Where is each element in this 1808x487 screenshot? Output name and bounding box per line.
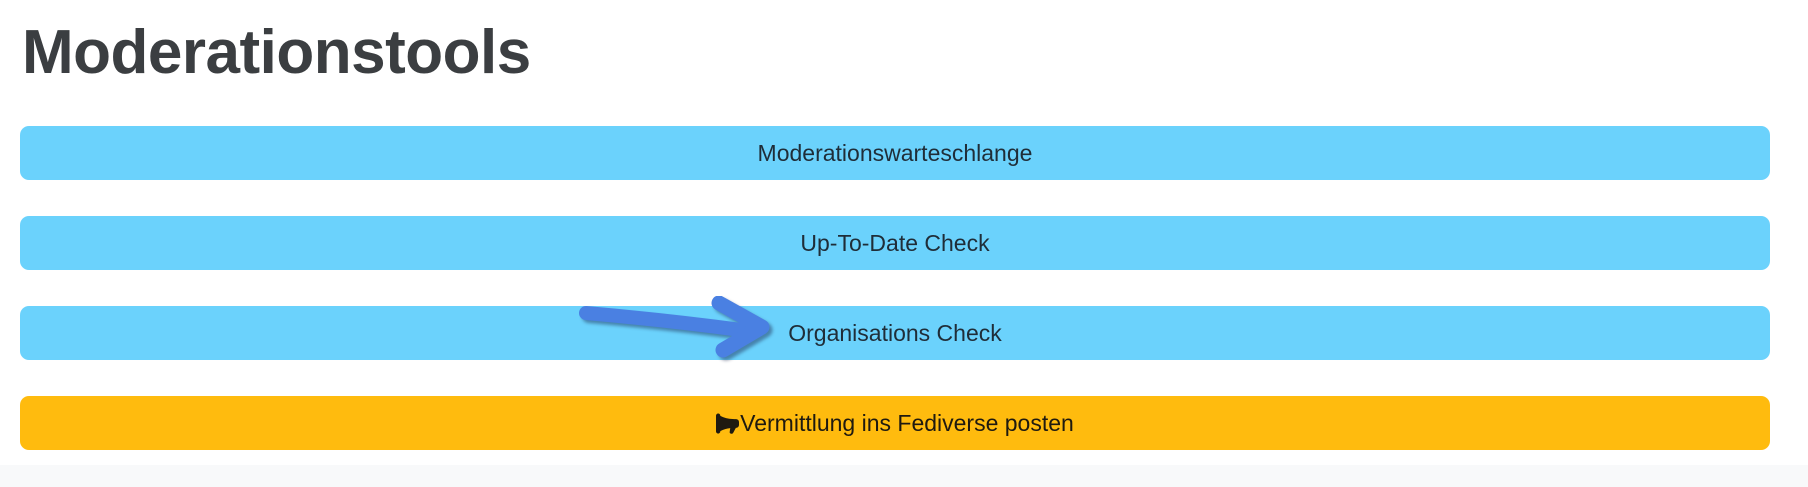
up-to-date-check-button-label: Up-To-Date Check bbox=[800, 229, 990, 256]
moderation-queue-button-label: Moderationswarteschlange bbox=[757, 139, 1033, 166]
main-content: Moderationstools Moderationswarteschlang… bbox=[0, 16, 1808, 451]
organisations-check-button[interactable]: Organisations Check bbox=[20, 306, 1770, 361]
post-fediverse-button[interactable]: Vermittlung ins Fediverse posten bbox=[20, 396, 1770, 451]
button-row: Up-To-Date Check bbox=[20, 216, 1770, 271]
footer bbox=[0, 465, 1808, 487]
page-title: Moderationstools bbox=[22, 18, 531, 87]
button-row: Organisations Check bbox=[20, 296, 1770, 361]
organisations-check-button-label: Organisations Check bbox=[788, 319, 1002, 346]
up-to-date-check-button[interactable]: Up-To-Date Check bbox=[20, 216, 1770, 271]
moderation-queue-button[interactable]: Moderationswarteschlange bbox=[20, 126, 1770, 181]
post-fediverse-button-label: Vermittlung ins Fediverse posten bbox=[740, 409, 1074, 436]
megaphone-icon bbox=[716, 412, 740, 435]
button-row: Vermittlung ins Fediverse posten bbox=[20, 396, 1770, 451]
button-row: Moderationswarteschlange bbox=[20, 126, 1770, 181]
